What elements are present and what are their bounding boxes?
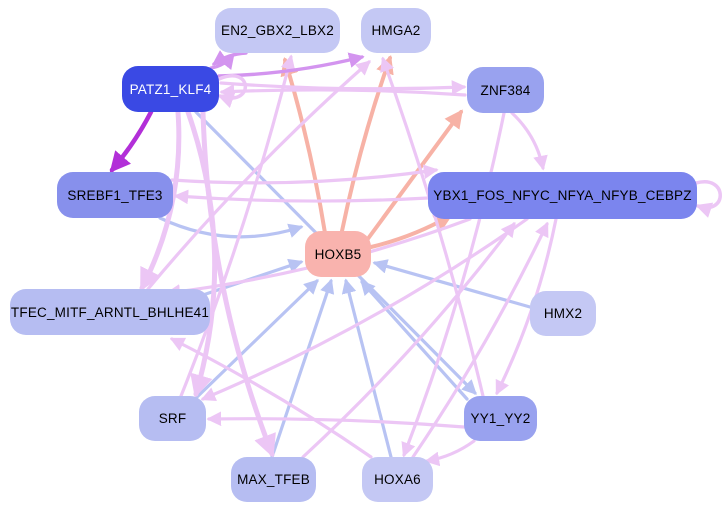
edge-znf384-ybx1[interactable]	[510, 111, 548, 171]
edge-patz1-srebf1[interactable]	[109, 109, 154, 173]
edge-ybx1-ybx1[interactable]	[694, 179, 722, 218]
edge-hoxb5-en2[interactable]	[280, 56, 327, 235]
edge-max-ybx1[interactable]	[301, 221, 516, 459]
node-label-hmga2: HMGA2	[371, 23, 421, 38]
edge-yy1-hoxb5[interactable]	[360, 280, 469, 401]
edge-srebf1-hoxb5[interactable]	[158, 216, 304, 239]
edge-hoxb5-znf384[interactable]	[365, 109, 463, 242]
node-znf384[interactable]: ZNF384	[467, 67, 544, 113]
edge-patz1-srf[interactable]	[185, 109, 218, 398]
node-label-srebf1: SREBF1_TFE3	[67, 187, 163, 203]
edge-yy1-srf[interactable]	[206, 411, 466, 429]
node-hmga2[interactable]: HMGA2	[361, 8, 431, 53]
node-tfec[interactable]: TFEC_MITF_ARNTL_BHLHE41	[10, 289, 210, 335]
node-hmx2[interactable]: HMX2	[530, 291, 596, 336]
node-label-tfec: TFEC_MITF_ARNTL_BHLHE41	[10, 304, 210, 320]
edge-max-hoxb5[interactable]	[270, 278, 335, 459]
node-ybx1[interactable]: YBX1_FOS_NFYC_NFYA_NFYB_CEBPZ	[428, 172, 697, 219]
node-srebf1[interactable]: SREBF1_TFE3	[57, 172, 173, 218]
node-label-ybx1: YBX1_FOS_NFYC_NFYA_NFYB_CEBPZ	[433, 188, 692, 203]
edge-hoxa6-ybx1[interactable]	[411, 221, 549, 459]
node-label-max: MAX_TFEB	[237, 472, 310, 487]
node-label-yy1: YY1_YY2	[470, 411, 531, 426]
node-label-srf: SRF	[158, 411, 187, 426]
node-label-en2: EN2_GBX2_LBX2	[221, 23, 334, 38]
edge-patz1-znf384[interactable]	[219, 80, 467, 95]
edge-znf384-hoxa6[interactable]	[401, 111, 506, 458]
node-label-patz1: PATZ1_KLF4	[129, 81, 212, 97]
edge-hoxa6-tfec[interactable]	[169, 337, 373, 459]
node-label-hoxa6: HOXA6	[374, 472, 421, 487]
node-label-hmx2: HMX2	[543, 306, 583, 321]
edge-hmx2-hoxb5[interactable]	[372, 259, 532, 309]
edge-tfec-hmga2[interactable]	[146, 60, 371, 291]
edge-yy1-hoxa6[interactable]	[424, 439, 476, 467]
edge-en2-patz1[interactable]	[211, 50, 248, 66]
node-hoxb5[interactable]: HOXB5	[305, 231, 371, 277]
edge-srebf1-ybx1[interactable]	[170, 164, 439, 185]
edge-znf384-patz1[interactable]	[219, 84, 467, 99]
node-yy1[interactable]: YY1_YY2	[464, 396, 537, 441]
edge-hoxa6-hoxb5[interactable]	[341, 278, 393, 459]
node-srf[interactable]: SRF	[139, 396, 206, 441]
node-patz1[interactable]: PATZ1_KLF4	[122, 66, 219, 112]
edge-patz1-patz1[interactable]	[217, 74, 247, 109]
node-label-hoxb5: HOXB5	[314, 246, 362, 262]
edge-ybx1-srebf1[interactable]	[173, 189, 430, 205]
node-en2[interactable]: EN2_GBX2_LBX2	[215, 8, 340, 53]
edge-hoxb5-hmga2[interactable]	[340, 54, 394, 233]
edge-yy1-hmga2[interactable]	[380, 56, 485, 398]
node-max[interactable]: MAX_TFEB	[231, 457, 316, 502]
node-hoxa6[interactable]: HOXA6	[362, 457, 433, 502]
node-label-znf384: ZNF384	[480, 82, 531, 98]
edge-hoxb5-ybx1[interactable]	[369, 214, 453, 249]
